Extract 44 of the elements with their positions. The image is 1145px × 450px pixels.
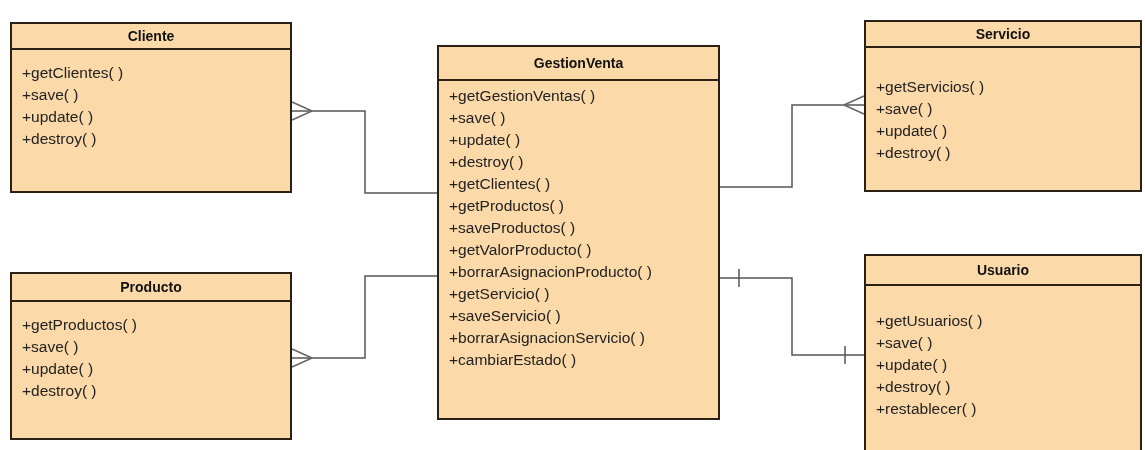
relationship-line — [719, 268, 865, 365]
method-text: +update( ) — [22, 359, 95, 379]
method-text: +update( ) — [876, 355, 949, 375]
method-text: +update( ) — [449, 130, 522, 150]
method-text: +destroy( ) — [876, 377, 952, 397]
method-text: +getProductos( ) — [449, 196, 566, 216]
method-text: +getProductos( ) — [22, 315, 139, 335]
class-box — [864, 254, 1142, 450]
method-text: +restablecer( ) — [876, 399, 978, 419]
method-text: +destroy( ) — [876, 143, 952, 163]
class-box — [437, 45, 720, 420]
method-text: +cambiarEstado( ) — [449, 350, 578, 370]
method-text: +borrarAsignacionServicio( ) — [449, 328, 646, 348]
method-text: +save( ) — [22, 337, 80, 357]
method-text: +getClientes( ) — [22, 63, 125, 83]
method-text: +destroy( ) — [22, 381, 98, 401]
method-text: +save( ) — [22, 85, 80, 105]
method-text: +getValorProducto( ) — [449, 240, 593, 260]
relationship-line — [291, 275, 438, 368]
class-name: Producto — [120, 279, 182, 295]
class-box — [10, 272, 292, 440]
method-text: +update( ) — [876, 121, 949, 141]
class-box — [10, 22, 292, 193]
method-text: +getServicio( ) — [449, 284, 551, 304]
class-name: GestionVenta — [533, 55, 624, 71]
method-text: +borrarAsignacionProducto( ) — [449, 262, 653, 282]
method-text: +getClientes( ) — [449, 174, 552, 194]
method-text: +save( ) — [449, 108, 507, 128]
method-text: +destroy( ) — [449, 152, 525, 172]
class-name: Usuario — [976, 262, 1030, 278]
class-name: Cliente — [127, 28, 175, 44]
method-text: +getUsuarios( ) — [876, 311, 984, 331]
method-text: +saveServicio( ) — [449, 306, 562, 326]
method-text: +getGestionVentas( ) — [449, 86, 597, 106]
method-text: +destroy( ) — [22, 129, 98, 149]
method-text: +saveProductos( ) — [449, 218, 577, 238]
method-text: +getServicios( ) — [876, 77, 986, 97]
method-text: +save( ) — [876, 99, 934, 119]
method-text: +update( ) — [22, 107, 95, 127]
class-name: Servicio — [975, 26, 1031, 42]
method-text: +save( ) — [876, 333, 934, 353]
relationship-line — [719, 95, 865, 188]
class-box — [864, 20, 1142, 192]
relationship-line — [291, 101, 438, 194]
